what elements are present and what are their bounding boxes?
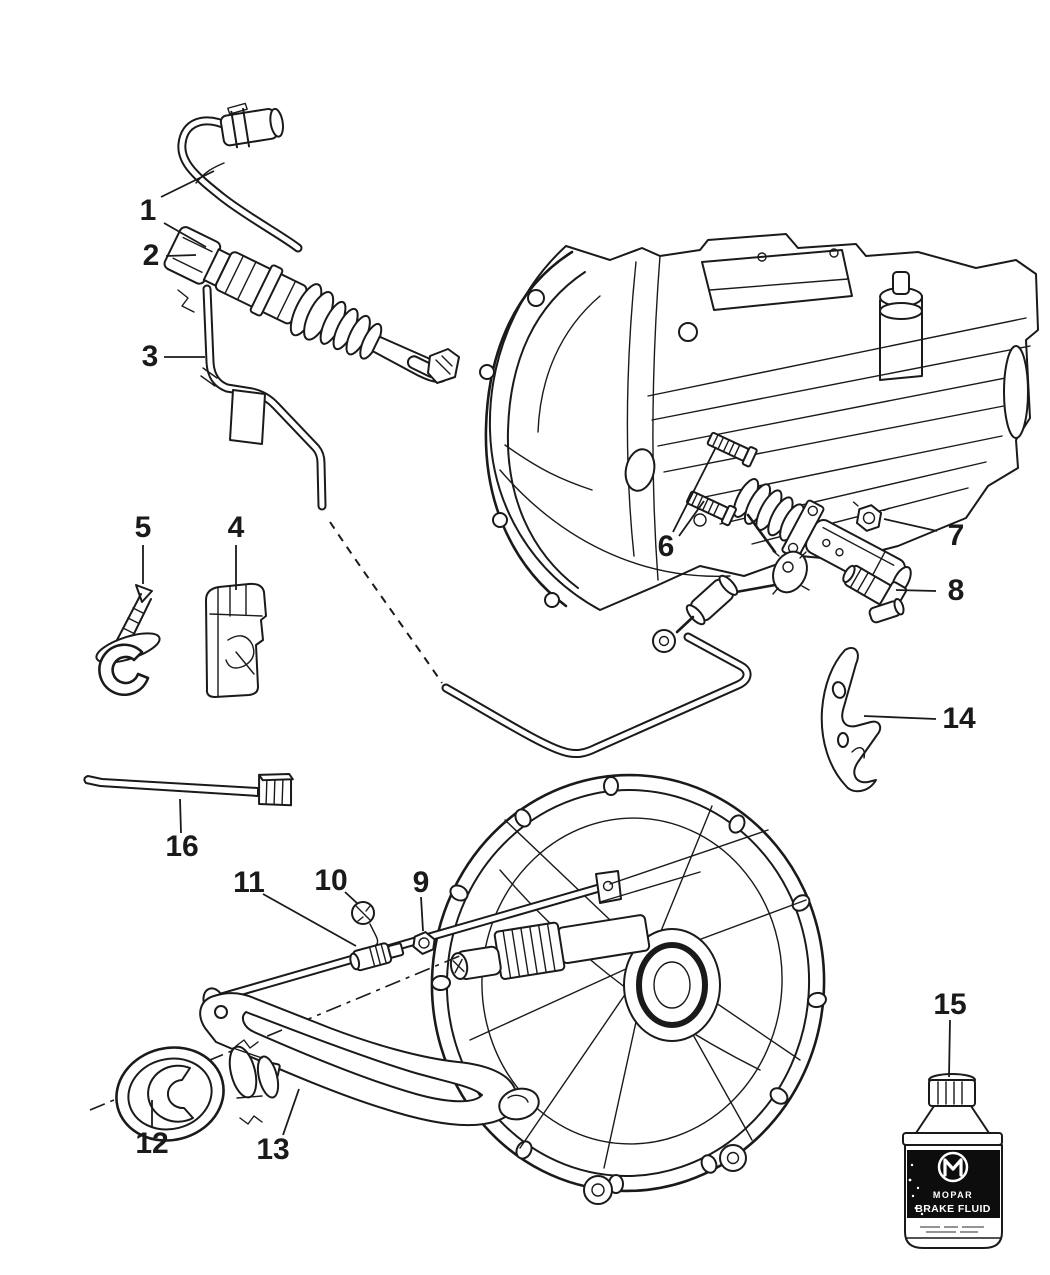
leader-line-16 bbox=[179, 798, 182, 834]
callout-10: 10 bbox=[314, 864, 348, 897]
brake-fluid-bottle-art: MOPAR BRAKE FLUID bbox=[902, 1073, 1003, 1249]
bottle-label bbox=[907, 1150, 1000, 1218]
callout-12: 12 bbox=[135, 1127, 169, 1160]
leader-line-15 bbox=[948, 1019, 951, 1078]
callout-16: 16 bbox=[165, 830, 199, 863]
callout-11: 11 bbox=[233, 866, 265, 899]
clutch-tube-art bbox=[202, 829, 769, 1017]
leader-line-6 bbox=[672, 446, 717, 533]
bracket-art bbox=[820, 646, 882, 793]
bottle-brand-text: MOPAR bbox=[933, 1190, 973, 1200]
slave-cylinder-art bbox=[441, 431, 912, 759]
callout-13: 13 bbox=[256, 1133, 290, 1166]
leader-line-1 bbox=[160, 170, 215, 198]
callout-2: 2 bbox=[142, 239, 160, 272]
callout-15: 15 bbox=[933, 988, 967, 1021]
clutch-master-cylinder-art bbox=[163, 102, 448, 684]
leader-line-1 bbox=[163, 222, 207, 248]
transmission-art bbox=[427, 233, 1039, 611]
mopar-logo-icon bbox=[937, 1151, 969, 1183]
callout-8: 8 bbox=[947, 574, 965, 607]
leader-line-6 bbox=[678, 500, 705, 537]
callout-6: 6 bbox=[657, 530, 675, 563]
callout-5: 5 bbox=[134, 511, 152, 544]
callout-1: 1 bbox=[139, 194, 157, 227]
leader-line-13 bbox=[282, 1088, 300, 1136]
leader-line-7 bbox=[883, 518, 938, 532]
leader-line-11 bbox=[262, 893, 357, 947]
leader-line-14 bbox=[863, 715, 937, 720]
leader-line-8 bbox=[895, 589, 937, 592]
cable-tie-art bbox=[83, 773, 294, 807]
callout-14: 14 bbox=[942, 702, 976, 735]
callout-3: 3 bbox=[141, 340, 159, 373]
bell-housing-art bbox=[430, 773, 827, 1205]
callout-4: 4 bbox=[227, 511, 245, 544]
push-pin-retainer-art bbox=[95, 584, 161, 696]
callout-9: 9 bbox=[412, 866, 430, 899]
line-clip-art bbox=[205, 582, 267, 698]
leader-lines bbox=[142, 170, 951, 1136]
leader-line-10 bbox=[344, 891, 359, 905]
callout-7: 7 bbox=[947, 519, 965, 552]
leader-line-9 bbox=[420, 896, 424, 932]
fork-and-bearing-art bbox=[89, 954, 540, 1142]
bottle-product-text: BRAKE FLUID bbox=[915, 1203, 991, 1215]
leader-line-2 bbox=[165, 254, 197, 257]
